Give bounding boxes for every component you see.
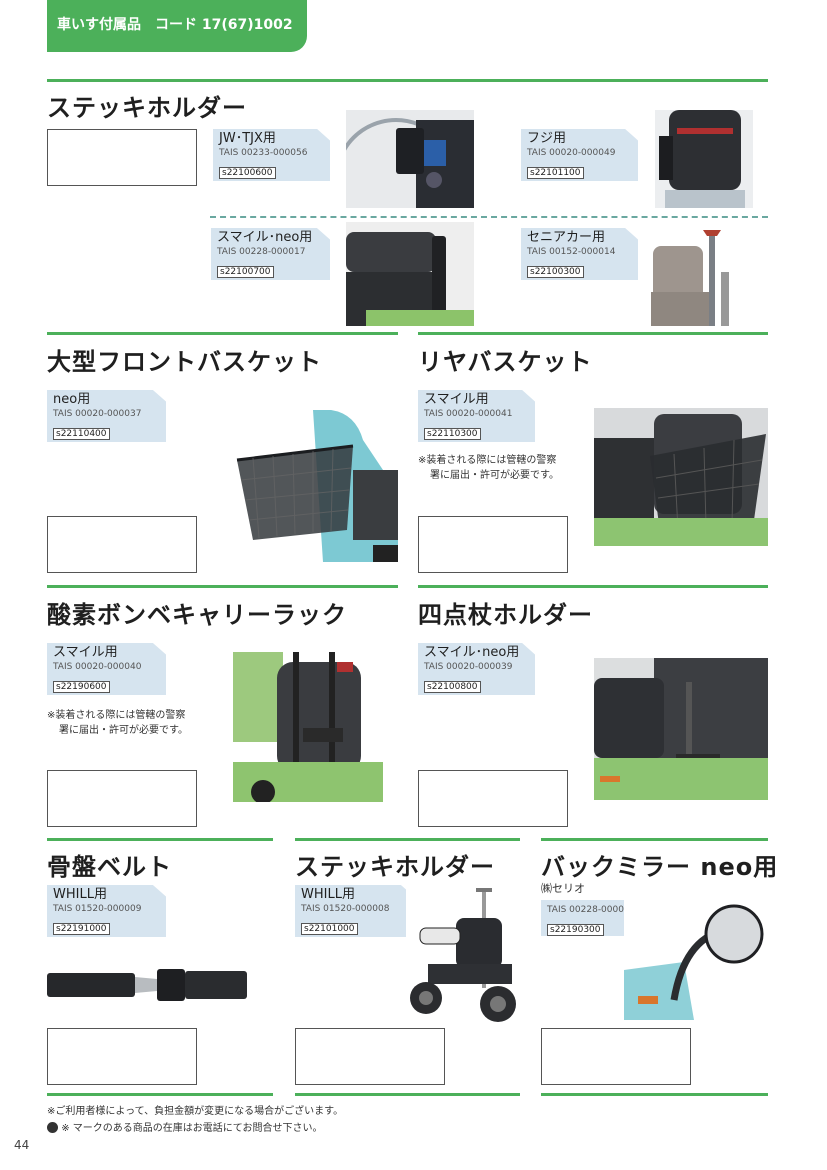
tais-code: TAIS 00020-000049 xyxy=(527,148,616,158)
photo-front-basket xyxy=(233,410,398,562)
section-title-stick-holder: ステッキホルダー xyxy=(47,94,247,122)
section-title-rear-basket: リヤバスケット xyxy=(418,348,593,376)
photo-back-mirror xyxy=(624,900,768,1020)
product-code: s22100600 xyxy=(219,167,276,179)
price-box xyxy=(47,1028,197,1085)
product-label-smile-neo: スマイル･neo用 TAIS 00020-000039 s22100800 xyxy=(418,643,535,695)
product-label-smile-neo: スマイル･neo用 TAIS 00228-000017 s22100700 xyxy=(211,228,330,280)
product-code: s22100700 xyxy=(217,266,274,278)
price-box xyxy=(295,1028,445,1085)
product-label-smile: スマイル用 TAIS 00020-000041 s22110300 xyxy=(418,390,535,442)
section-divider xyxy=(47,838,273,841)
section-title-oxygen-rack: 酸素ボンベキャリーラック xyxy=(47,601,347,629)
product-code: s22101000 xyxy=(301,923,358,935)
photo-stick-holder-jw xyxy=(346,110,474,208)
product-code: s22100300 xyxy=(527,266,584,278)
tais-code: TAIS 00152-000014 xyxy=(527,247,616,257)
product-label-fuji: フジ用 TAIS 00020-000049 s22101100 xyxy=(521,129,638,181)
photo-pelvic-belt xyxy=(47,965,247,1005)
note-line: ※装着される際には管轄の警察 xyxy=(47,710,186,721)
tais-code: TAIS 00020-000039 xyxy=(424,662,513,672)
phone-mark-icon xyxy=(47,1122,58,1133)
product-code: s22190600 xyxy=(53,681,110,693)
tais-code: TAIS 01520-000009 xyxy=(53,904,142,914)
section-title-front-basket: 大型フロントバスケット xyxy=(47,348,322,376)
tais-code: TAIS 01520-000008 xyxy=(301,904,390,914)
note-police-permit: ※装着される際には管轄の警察 署に届出・許可が必要です。 xyxy=(418,453,593,483)
tais-code: TAIS 00228-000017 xyxy=(217,247,306,257)
product-name: スマイル･neo用 xyxy=(424,645,520,660)
product-code: s22110400 xyxy=(53,428,110,440)
tais-code: TAIS 00020-000040 xyxy=(53,662,142,672)
photo-rear-basket xyxy=(594,408,768,546)
product-label-whill: WHILL用 TAIS 01520-000009 s22191000 xyxy=(47,885,166,937)
photo-stick-holder-fuji xyxy=(655,110,753,208)
product-name: スマイル･neo用 xyxy=(217,230,313,245)
section-divider xyxy=(541,838,768,841)
price-box xyxy=(47,516,197,573)
section-divider xyxy=(541,1093,768,1096)
product-name: スマイル用 xyxy=(424,392,489,407)
photo-cane-holder xyxy=(594,658,768,800)
maker-name: ㈱セリオ xyxy=(541,882,585,895)
section-title-back-mirror: バックミラー neo用 xyxy=(541,853,779,881)
product-label-neo: neo用 TAIS 00020-000037 s22110400 xyxy=(47,390,166,442)
price-box xyxy=(418,770,568,827)
product-code: s22110300 xyxy=(424,428,481,440)
section-divider xyxy=(47,1093,273,1096)
note-line: ※装着される際には管轄の警察 xyxy=(418,455,557,466)
photo-whill-stick-holder xyxy=(406,888,524,1028)
product-code: s22190300 xyxy=(547,924,604,936)
section-divider xyxy=(418,585,768,588)
section-divider xyxy=(295,1093,520,1096)
tais-code: TAIS 00020-000041 xyxy=(424,409,513,419)
product-code: s22191000 xyxy=(53,923,110,935)
product-code: s22100800 xyxy=(424,681,481,693)
dashed-divider xyxy=(210,216,768,218)
price-box xyxy=(47,129,197,186)
product-label-smile: スマイル用 TAIS 00020-000040 s22190600 xyxy=(47,643,166,695)
note-line: 署に届出・許可が必要です。 xyxy=(59,725,188,736)
photo-oxygen-rack xyxy=(233,642,383,802)
product-name: フジ用 xyxy=(527,131,567,146)
note-line: 署に届出・許可が必要です。 xyxy=(430,470,559,481)
product-name: JW･TJX用 xyxy=(219,131,276,146)
section-divider xyxy=(47,585,398,588)
product-name: neo用 xyxy=(53,392,91,407)
product-label-jw: JW･TJX用 TAIS 00233-000056 s22100600 xyxy=(213,129,330,181)
photo-stick-holder-senior xyxy=(651,222,753,326)
tais-code: TAIS 00233-000056 xyxy=(219,148,308,158)
category-tab: 車いす付属品 コード 17(67)1002 xyxy=(47,0,307,52)
photo-stick-holder-smile xyxy=(346,222,474,326)
footer-note-stock: ※ マークのある商品の在庫はお電話にてお問合せ下さい。 xyxy=(47,1119,322,1134)
tais-code: TAIS 00020-000037 xyxy=(53,409,142,419)
footer-note-price: ※ご利用者様によって、負担金額が変更になる場合がございます。 xyxy=(47,1106,344,1117)
price-box xyxy=(418,516,568,573)
product-name: スマイル用 xyxy=(53,645,118,660)
section-divider xyxy=(47,79,768,82)
price-box xyxy=(541,1028,691,1085)
page-number: 44 xyxy=(14,1138,30,1152)
section-title-stick-holder-whill: ステッキホルダー xyxy=(295,853,495,881)
section-title-pelvic-belt: 骨盤ベルト xyxy=(47,853,172,881)
section-divider xyxy=(295,838,520,841)
tais-code: TAIS 00228-000021 xyxy=(547,905,636,915)
product-label-senior-car: セニアカー用 TAIS 00152-000014 s22100300 xyxy=(521,228,638,280)
section-divider xyxy=(418,332,768,335)
product-code: s22101100 xyxy=(527,167,584,179)
section-title-cane-holder: 四点杖ホルダー xyxy=(418,601,593,629)
product-name: WHILL用 xyxy=(53,887,107,902)
section-divider xyxy=(47,332,398,335)
price-box xyxy=(47,770,197,827)
footer-note-stock-text: ※ マークのある商品の在庫はお電話にてお問合せ下さい。 xyxy=(61,1123,323,1134)
product-name: WHILL用 xyxy=(301,887,355,902)
product-label-whill: WHILL用 TAIS 01520-000008 s22101000 xyxy=(295,885,414,937)
product-name: セニアカー用 xyxy=(527,230,606,245)
note-police-permit: ※装着される際には管轄の警察 署に届出・許可が必要です。 xyxy=(47,708,227,738)
